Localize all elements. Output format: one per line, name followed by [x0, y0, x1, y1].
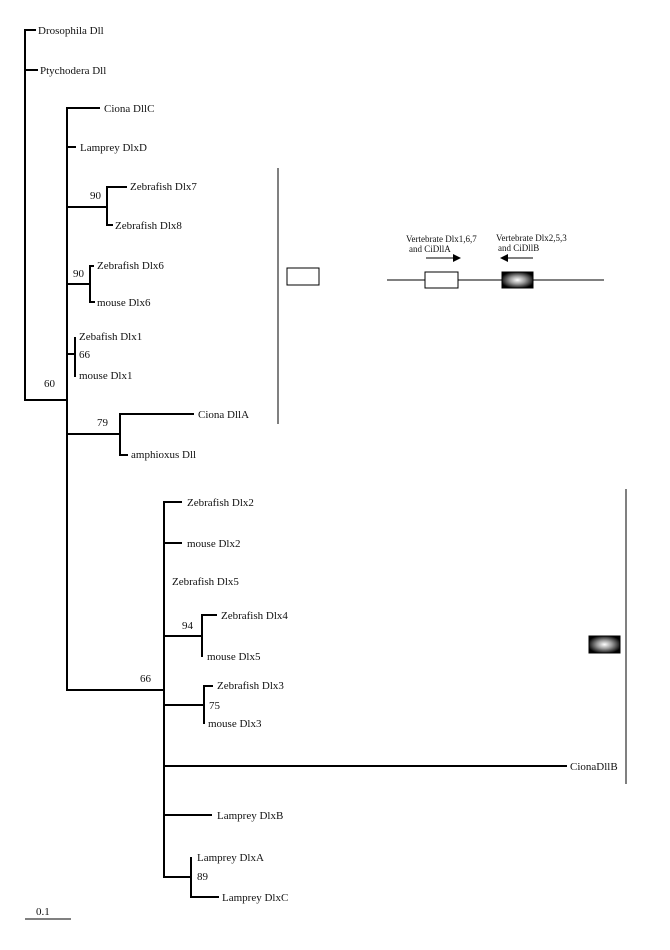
taxon-mouse-dlx5: mouse Dlx5	[207, 651, 261, 663]
filled-gene-box-icon	[501, 271, 534, 289]
open-box-icon	[286, 267, 320, 286]
taxon-labels: Drosophila Dll Ptychodera Dll Ciona DllC…	[38, 25, 618, 904]
taxon-zf-dlx8: Zebrafish Dlx8	[115, 220, 182, 232]
bootstrap-label: 79	[97, 417, 109, 429]
taxon-mouse-dlx1: mouse Dlx1	[79, 370, 132, 382]
taxon-mouse-dlx2: mouse Dlx2	[187, 538, 240, 550]
bootstrap-label: 75	[209, 700, 221, 712]
gene-cluster-schematic: Vertebrate Dlx1,6,7 and CiDllA Vertebrat…	[387, 233, 604, 289]
bootstrap-label: 90	[90, 190, 102, 202]
taxon-ciona-dllc: Ciona DllC	[104, 103, 154, 115]
taxon-mouse-dlx3: mouse Dlx3	[208, 718, 262, 730]
taxon-zf-dlx6: Zebrafish Dlx6	[97, 260, 164, 272]
right-gene-label-line2: and CiDllB	[498, 243, 539, 253]
taxon-ciona-dllb: CionaDllB	[570, 761, 618, 773]
arrow-right-icon	[426, 254, 461, 262]
left-gene-label-line2: and CiDllA	[409, 244, 451, 254]
taxon-zf-dlx5: Zebrafish Dlx5	[172, 576, 239, 588]
taxon-zf-dlx1: Zebafish Dlx1	[79, 331, 142, 343]
bootstrap-label: 94	[182, 620, 194, 632]
taxon-zf-dlx7: Zebrafish Dlx7	[130, 181, 197, 193]
right-gene-label-line1: Vertebrate Dlx2,5,3	[496, 233, 567, 243]
taxon-lamprey-dlxa: Lamprey DlxA	[197, 852, 264, 864]
tree-branches	[24, 29, 567, 898]
arrow-left-icon	[500, 254, 533, 262]
taxon-lamprey-dlxc: Lamprey DlxC	[222, 892, 288, 904]
bootstrap-label: 60	[44, 378, 56, 390]
bootstrap-label: 66	[140, 673, 152, 685]
scale-bar: 0.1	[25, 906, 71, 920]
taxon-zf-dlx2: Zebrafish Dlx2	[187, 497, 254, 509]
taxon-ptychodera: Ptychodera Dll	[40, 65, 106, 77]
open-gene-box-icon	[424, 271, 459, 289]
taxon-lamprey-dlxb: Lamprey DlxB	[217, 810, 283, 822]
scale-bar-label: 0.1	[36, 906, 50, 918]
taxon-amphioxus: amphioxus Dll	[131, 449, 196, 461]
bootstrap-values: 60 90 90 66 79 66 94 75 89	[44, 190, 221, 883]
bootstrap-label: 90	[73, 268, 85, 280]
taxon-ciona-dlla: Ciona DllA	[198, 409, 249, 421]
left-gene-label-line1: Vertebrate Dlx1,6,7	[406, 234, 477, 244]
taxon-zf-dlx3: Zebrafish Dlx3	[217, 680, 284, 692]
bootstrap-label: 66	[79, 349, 91, 361]
taxon-mouse-dlx6: mouse Dlx6	[97, 297, 151, 309]
filled-box-icon	[588, 635, 621, 654]
taxon-zf-dlx4: Zebrafish Dlx4	[221, 610, 288, 622]
taxon-drosophila: Drosophila Dll	[38, 25, 104, 37]
taxon-lamprey-dlxd: Lamprey DlxD	[80, 142, 147, 154]
bootstrap-label: 89	[197, 871, 209, 883]
